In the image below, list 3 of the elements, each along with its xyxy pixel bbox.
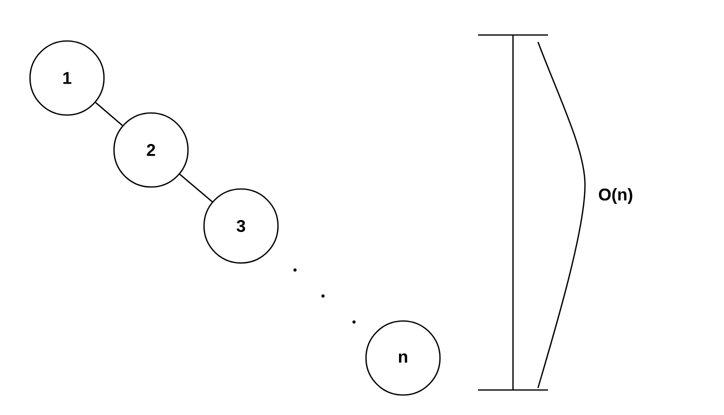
- tree-edge: [95, 102, 123, 126]
- tree-edge: [179, 174, 213, 202]
- complexity-label: O(n): [598, 188, 632, 204]
